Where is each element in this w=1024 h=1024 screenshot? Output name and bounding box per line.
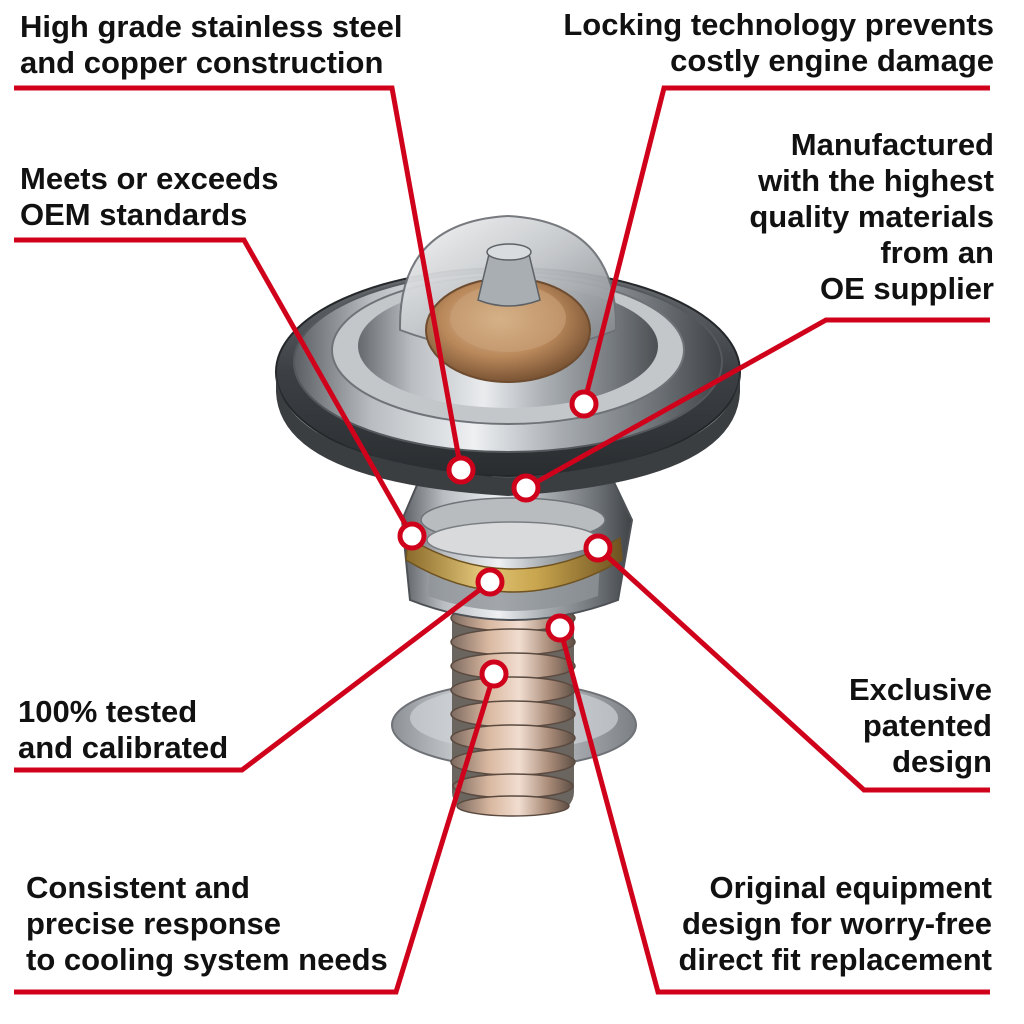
callout-line: precise response: [26, 906, 282, 941]
callout-oem: Meets or exceeds OEM standards: [20, 161, 278, 233]
callout-original: Original equipment design for worry-free…: [678, 870, 992, 978]
leader-line-oem: [14, 237, 415, 538]
marker-locking: [569, 389, 599, 419]
callout-line: to cooling system needs: [26, 942, 388, 977]
callout-line: quality materials: [749, 199, 994, 234]
callout-consistent: Consistent and precise response to cooli…: [26, 870, 388, 978]
callout-stainless: High grade stainless steel and copper co…: [20, 9, 402, 81]
callout-tested: 100% tested and calibrated: [18, 694, 228, 766]
marker-manufactured: [511, 473, 541, 503]
callout-line: design: [892, 744, 992, 779]
callout-line: 100% tested: [18, 694, 198, 729]
callout-markers: [397, 389, 613, 689]
leader-lines: [14, 85, 990, 995]
marker-stainless: [446, 455, 476, 485]
marker-patented: [583, 533, 613, 563]
callout-line: design for worry-free: [681, 906, 992, 941]
leader-line-locking: [581, 85, 990, 405]
marker-original: [545, 613, 575, 643]
leader-line-patented: [596, 546, 990, 793]
callout-line: costly engine damage: [670, 43, 994, 78]
callout-line: and calibrated: [18, 730, 229, 765]
callout-line: Exclusive: [848, 672, 992, 707]
leader-line-tested: [14, 580, 492, 773]
callout-line: OE supplier: [820, 271, 994, 306]
callout-line: Original equipment: [709, 870, 992, 905]
callout-line: Locking technology prevents: [563, 7, 994, 42]
callout-manufactured: Manufactured with the highest quality ma…: [749, 127, 994, 307]
marker-consistent: [479, 659, 509, 689]
leader-line-stainless: [14, 85, 464, 471]
callout-patented: Exclusive patented design: [849, 672, 992, 780]
callout-line: patented: [862, 708, 992, 743]
callout-line: and copper construction: [20, 45, 384, 80]
leader-line-consistent: [14, 673, 497, 995]
callout-line: with the highest: [758, 163, 994, 198]
thermostat-illustration: [275, 214, 741, 817]
callout-locking: Locking technology prevents costly engin…: [563, 7, 994, 79]
callout-line: Meets or exceeds: [20, 161, 279, 196]
callout-line: Manufactured: [790, 127, 994, 162]
callout-line: from an: [880, 235, 994, 270]
leader-line-manufactured: [524, 317, 990, 491]
marker-tested: [475, 567, 505, 597]
callout-line: High grade stainless steel: [20, 9, 403, 44]
callout-line: OEM standards: [20, 197, 248, 232]
leader-line-original: [557, 627, 990, 995]
callout-line: Consistent and: [26, 870, 250, 905]
callout-line: direct fit replacement: [678, 942, 992, 977]
marker-oem: [397, 521, 427, 551]
